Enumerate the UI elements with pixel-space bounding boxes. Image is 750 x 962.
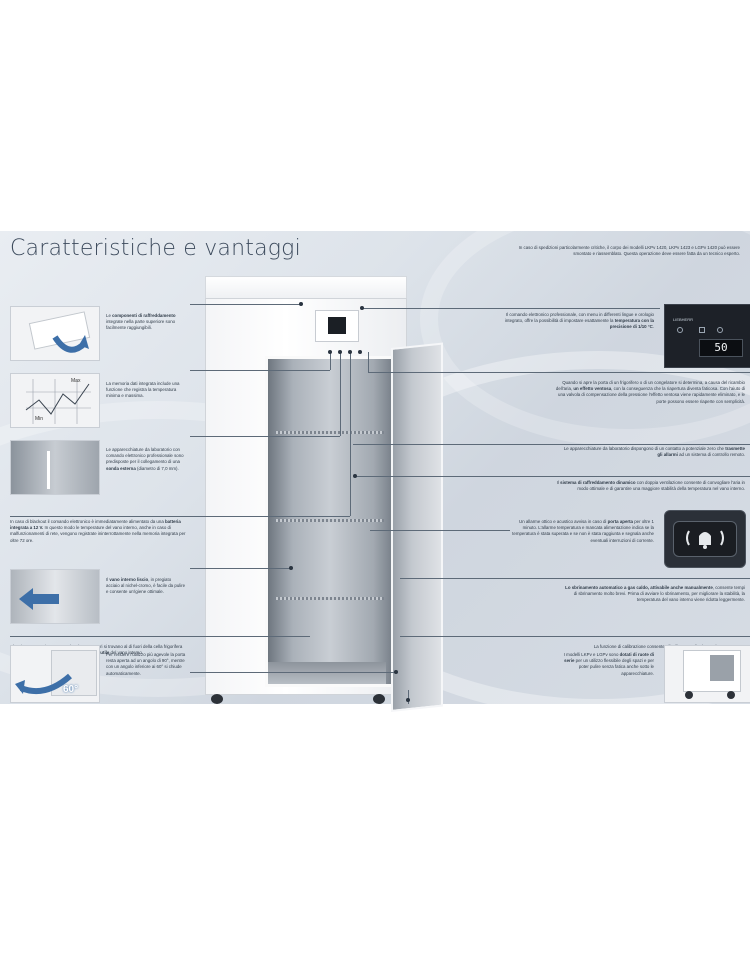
- right-text-3: Le apparecchiature da laboratorio dispon…: [563, 446, 745, 458]
- left-text-5: Il vano interno liscio, in pregiato acci…: [106, 577, 186, 595]
- callout-dot-l5: [289, 566, 293, 570]
- shelf-1: [274, 431, 384, 434]
- shelf-3: [274, 597, 384, 600]
- left-text-2: La memoria dati integrata include una fu…: [106, 381, 180, 399]
- caster-icon-left: [685, 691, 693, 699]
- thumb-casters: [664, 645, 750, 703]
- thumb-door-angle: 60°: [10, 645, 100, 703]
- thumb-cooling-components: [10, 306, 100, 361]
- callout-line-r7: [400, 636, 750, 637]
- rotate-arrow-icon: [15, 673, 72, 694]
- intro-text: In caso di spedizioni particolarmente cr…: [518, 245, 740, 257]
- callout-line-r6: [400, 578, 750, 579]
- page-title: Caratteristiche e vantaggi: [10, 236, 301, 261]
- control-display: [328, 317, 346, 334]
- callout-vline-l2: [330, 352, 331, 370]
- callout-line-r2: [368, 372, 750, 373]
- left-text-4: In caso di blackout il comando elettroni…: [10, 519, 186, 543]
- callout-vline-l4: [350, 352, 351, 516]
- max-label: Max: [71, 378, 81, 384]
- lab-fridge-illustration: [205, 276, 443, 712]
- menu-icon: [699, 327, 705, 333]
- right-text-2: Quando si apre la porta di un frigorifer…: [555, 380, 745, 404]
- callout-line-l4: [10, 516, 350, 517]
- callout-dot-r4: [353, 474, 357, 478]
- callout-dot-r1: [360, 306, 364, 310]
- callout-line-l7: [190, 672, 395, 673]
- callout-vline-r2: [368, 352, 369, 372]
- callout-dot-l3: [338, 350, 342, 354]
- callout-line-l2: [190, 370, 330, 371]
- thumb-smooth-interior: [10, 569, 100, 624]
- callout-dot-l2: [328, 350, 332, 354]
- left-text-7: Per rendere l'utilizzo più agevole la po…: [106, 652, 186, 676]
- display-brand: LIEBHERR: [673, 317, 694, 322]
- callout-dot-r8: [406, 698, 410, 702]
- callout-vline-l3: [340, 352, 341, 436]
- callout-dot-r2: [358, 350, 362, 354]
- fridge-interior: [265, 356, 395, 687]
- power-icon: [677, 327, 683, 333]
- right-text-1: Il comando elettronico professionale, co…: [504, 312, 654, 330]
- curved-arrow-icon: [52, 335, 89, 353]
- min-max-chart-icon: [25, 379, 91, 424]
- control-panel: [315, 310, 359, 342]
- left-text-1: Le componenti di raffreddamento integrat…: [106, 313, 176, 331]
- angle-label: 60°: [63, 684, 79, 695]
- callout-dot-l4: [348, 350, 352, 354]
- shelf-2: [274, 519, 384, 522]
- alarm-icon: [717, 327, 723, 333]
- thumb-control-display: LIEBHERR 50: [664, 304, 750, 368]
- fridge-door: [391, 342, 443, 712]
- thumb-external-probe: [10, 440, 100, 495]
- callout-dot-l1: [299, 302, 303, 306]
- right-text-4: Il sistema di raffreddamento dinamico co…: [556, 480, 745, 492]
- callout-line-l1: [190, 304, 300, 305]
- callout-dot-l7: [394, 670, 398, 674]
- callout-line-r1: [362, 308, 660, 309]
- right-text-8: I modelli LKPv e LGPv sono dotati di ruo…: [563, 652, 654, 676]
- interior-floor: [268, 662, 386, 684]
- fridge-top: [205, 276, 407, 300]
- bell-alarm-icon: [686, 530, 724, 549]
- callout-line-r3: [353, 444, 750, 445]
- callout-line-l5: [190, 568, 290, 569]
- caster-right: [373, 694, 385, 704]
- callout-line-l3: [190, 436, 340, 437]
- left-text-3: Le apparecchiature da laboratorio con co…: [106, 447, 184, 471]
- caster-left: [211, 694, 223, 704]
- thumb-min-max-memory: Max Min: [10, 373, 100, 428]
- thumb-door-alarm: [664, 510, 746, 568]
- callout-vline-r8: [408, 690, 409, 704]
- left-arrow-icon: [19, 588, 59, 610]
- min-label: Min: [35, 416, 44, 422]
- caster-icon-right: [727, 691, 735, 699]
- temperature-readout: 50: [699, 339, 743, 357]
- callout-line-r5: [370, 530, 510, 531]
- callout-line-r4: [355, 476, 750, 477]
- callout-line-l6: [10, 636, 310, 637]
- right-text-6: Lo sbrinamento automatico a gas caldo, a…: [565, 585, 745, 603]
- right-text-5: Un allarme ottico e acustico avvisa in c…: [512, 519, 654, 543]
